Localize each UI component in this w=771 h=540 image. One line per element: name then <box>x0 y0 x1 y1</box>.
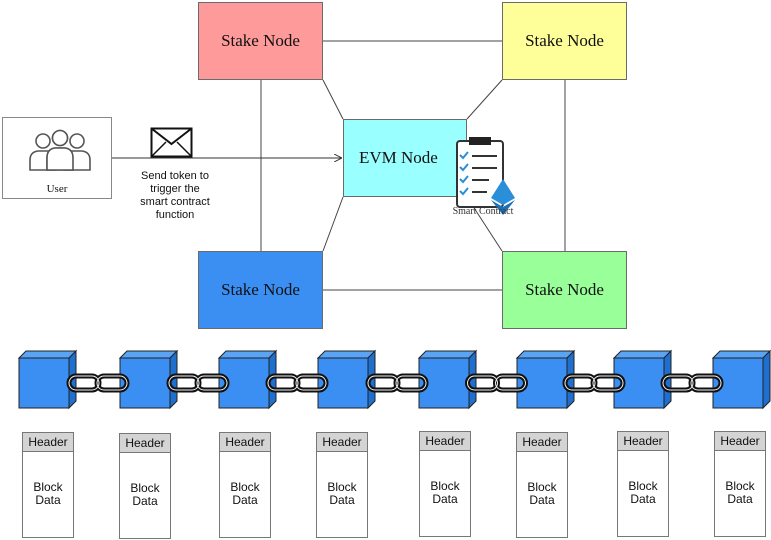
chain-link-icon <box>660 373 724 393</box>
stake-node-bottom-left: Stake Node <box>198 251 323 329</box>
edge-bl-evm <box>322 196 344 252</box>
block-cube-icon <box>17 349 78 410</box>
stake-node-bottom-right: Stake Node <box>502 251 627 329</box>
smart-contract-label: Smart Contract <box>452 206 514 217</box>
block-header: Header <box>618 432 668 451</box>
node-label: Stake Node <box>525 31 604 50</box>
node-label: Stake Node <box>525 280 604 299</box>
user-label: User <box>46 183 68 195</box>
user-box: User <box>2 117 112 199</box>
ethereum-icon <box>491 179 515 215</box>
block-cube-icon <box>417 349 478 410</box>
chain-link-icon <box>365 373 429 393</box>
block-header: Header <box>120 434 170 453</box>
edge-tl-evm <box>322 79 344 120</box>
chain-link-icon <box>562 373 626 393</box>
send-label-line: Send token to <box>141 170 209 182</box>
block-header: Header <box>23 433 73 452</box>
node-label: EVM Node <box>359 148 438 167</box>
envelope-icon <box>150 127 193 158</box>
send-label-line: trigger the <box>150 183 200 195</box>
send-token-label: Send token to trigger the smart contract… <box>128 170 222 222</box>
edge-tr-evm <box>466 79 503 120</box>
stake-node-top-left: Stake Node <box>198 2 323 80</box>
block-header: Header <box>517 433 567 452</box>
node-label: Stake Node <box>221 31 300 50</box>
node-label: Stake Node <box>221 280 300 299</box>
users-icon <box>29 129 91 171</box>
block-header: Header <box>715 432 765 451</box>
block-header: Header <box>317 433 367 452</box>
stake-node-top-right: Stake Node <box>502 2 627 80</box>
send-label-line: function <box>155 209 195 221</box>
chain-link-icon <box>465 373 528 393</box>
block-header: Header <box>420 432 470 451</box>
block-header: Header <box>220 433 270 452</box>
chain-link-icon <box>66 373 130 393</box>
contract-clipboard-icon <box>456 137 515 215</box>
blockchain-row <box>17 349 771 410</box>
chain-link-icon <box>166 373 230 393</box>
chain-link-icon <box>265 373 329 393</box>
send-label-line: smart contract <box>140 196 210 208</box>
